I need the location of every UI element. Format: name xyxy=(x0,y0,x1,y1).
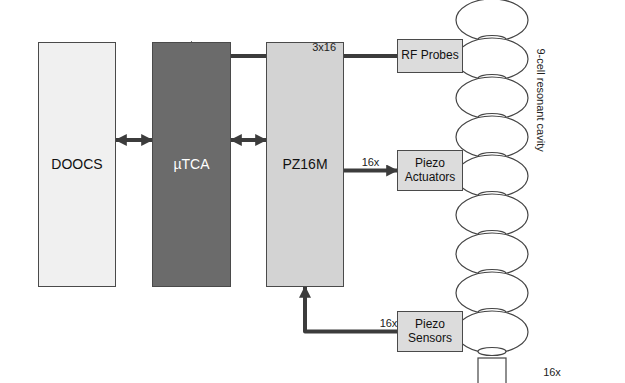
cavity-cell xyxy=(456,311,528,353)
device-box: Piezo Sensors xyxy=(397,311,463,352)
channel-count: 16x xyxy=(380,317,398,329)
node-label: Piezo Sensors xyxy=(398,318,462,346)
device-box: Piezo Actuators xyxy=(397,150,463,191)
system-block: DOOCS xyxy=(38,42,116,287)
channel-count: 16x xyxy=(362,156,380,168)
node-label: Piezo Actuators xyxy=(398,157,462,185)
signal-arrow xyxy=(116,138,152,142)
signal-arrow xyxy=(305,287,397,332)
system-block: µTCA xyxy=(152,42,231,287)
cavity-name: 9-cell resonant cavity xyxy=(535,48,547,151)
cavity-cell xyxy=(456,116,528,158)
cavity-cell xyxy=(456,0,528,41)
node-label: PZ16M xyxy=(282,156,327,172)
cavity-cell xyxy=(456,38,528,80)
cavity-cell xyxy=(456,194,528,236)
count-label: 16x xyxy=(543,366,561,378)
cavity-cell xyxy=(456,155,528,197)
node-label: DOOCS xyxy=(51,156,102,172)
node-label: µTCA xyxy=(173,156,209,172)
cavity-cell xyxy=(456,272,528,314)
channel-count: 3x16 xyxy=(312,41,336,53)
signal-arrow xyxy=(231,138,266,142)
cavity-cell xyxy=(456,233,528,275)
system-block: PZ16M xyxy=(266,42,344,287)
cavity-iris xyxy=(478,348,506,356)
device-box: RF Probes xyxy=(397,39,462,73)
beam-pipe xyxy=(478,358,506,383)
signal-arrow xyxy=(344,169,397,173)
node-label: RF Probes xyxy=(401,49,458,63)
cavity-cell xyxy=(456,77,528,119)
